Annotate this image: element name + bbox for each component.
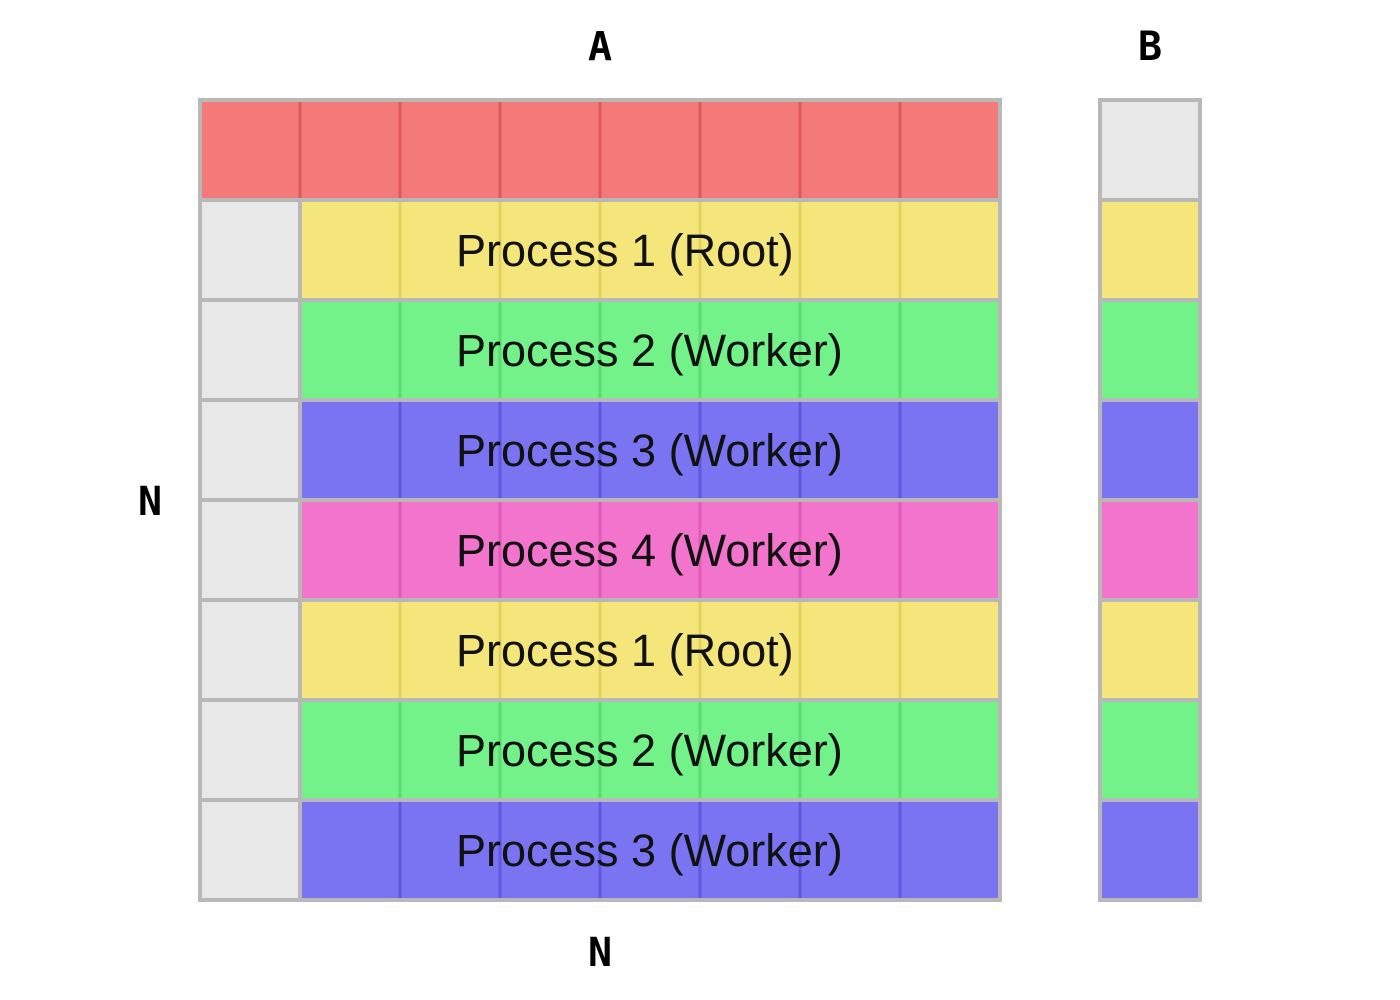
process-row: Process 1 (Root): [200, 200, 1000, 300]
eliminated-cell: [200, 300, 300, 400]
process-row-label: Process 3 (Worker): [456, 425, 843, 476]
pivot-row: [200, 100, 1000, 200]
process-row: Process 3 (Worker): [200, 400, 1000, 500]
vector-b-cell: [1100, 300, 1200, 400]
vector-b-label: B: [1138, 24, 1162, 70]
process-row-fill: [300, 400, 1000, 500]
vector-b-cell: [1100, 100, 1200, 200]
eliminated-cell: [200, 700, 300, 800]
matrix-grid: [198, 98, 1002, 902]
process-row-fill: [300, 600, 1000, 700]
process-row-fill: [300, 300, 1000, 400]
vector-b-cell: [1100, 800, 1200, 900]
process-row-label: Process 2 (Worker): [456, 325, 843, 376]
process-row-label: Process 2 (Worker): [456, 725, 843, 776]
eliminated-cell: [200, 500, 300, 600]
eliminated-cell: [200, 400, 300, 500]
process-row: Process 4 (Worker): [200, 500, 1000, 600]
process-row: Process 2 (Worker): [200, 300, 1000, 400]
vector-b-cell: [1100, 600, 1200, 700]
process-row-label: Process 4 (Worker): [456, 525, 843, 576]
process-row-fill: [300, 200, 1000, 300]
process-row: Process 1 (Root): [200, 600, 1000, 700]
vector-b-cell: [1100, 500, 1200, 600]
vector-b-cell: [1100, 400, 1200, 500]
vector-b: [1098, 98, 1202, 902]
eliminated-cell: [200, 200, 300, 300]
process-row-fill: [300, 800, 1000, 900]
eliminated-cell: [200, 600, 300, 700]
process-row: Process 2 (Worker): [200, 700, 1000, 800]
matrix-a: Process 1 (Root) Process 2 (Worker) Proces…: [198, 98, 1002, 902]
vector-b-cell: [1100, 200, 1200, 300]
eliminated-cell: [200, 800, 300, 900]
rows-n-label: N: [138, 479, 162, 525]
cols-n-label: N: [588, 930, 612, 976]
process-row-label: Process 1 (Root): [456, 625, 794, 676]
process-row-fill: [300, 700, 1000, 800]
matrix-border: [198, 98, 1002, 902]
matrix-a-label: A: [588, 24, 612, 70]
vector-b-cell: [1100, 700, 1200, 800]
process-row-label: Process 3 (Worker): [456, 825, 843, 876]
process-row-label: Process 1 (Root): [456, 225, 794, 276]
process-row: Process 3 (Worker): [200, 800, 1000, 900]
process-row-fill: [300, 500, 1000, 600]
vector-b-border: [1098, 98, 1202, 902]
